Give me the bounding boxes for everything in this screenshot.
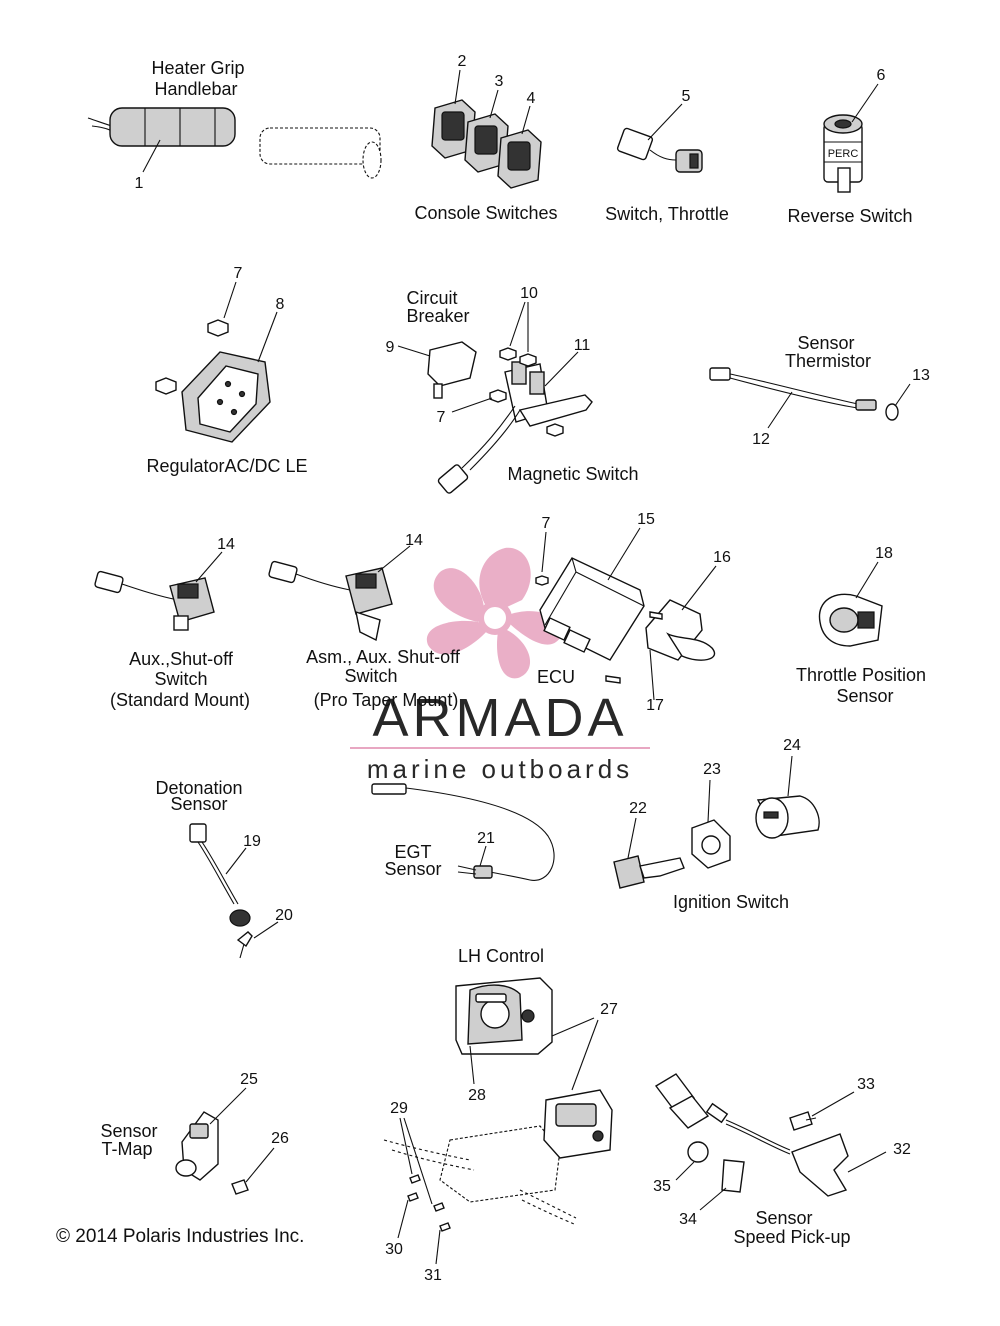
egt-sensor-part [371, 783, 555, 881]
console-switches-part [431, 69, 542, 189]
callout-35: 35 [653, 1178, 671, 1195]
heater-grip-part [87, 107, 382, 179]
detonation-caption-2: Sensor [170, 794, 227, 814]
egt-caption-2: Sensor [384, 859, 441, 879]
tps-caption-1: Throttle Position [796, 665, 926, 685]
callout-18: 18 [875, 545, 893, 562]
callout-7a: 7 [234, 265, 243, 282]
callout-3: 3 [495, 73, 504, 90]
callout-23: 23 [703, 761, 721, 778]
ecu-caption: ECU [537, 667, 575, 687]
egt-caption-1: EGT [394, 842, 431, 862]
sensor-tmap-part [175, 1087, 275, 1195]
ignition-switch-caption: Ignition Switch [673, 892, 789, 912]
magnetic-switch-caption: Magnetic Switch [507, 464, 638, 484]
callout-12: 12 [752, 431, 770, 448]
sensor-thermistor-caption-1: Sensor [797, 333, 854, 353]
callout-14a: 14 [217, 536, 235, 553]
lh-control-caption: LH Control [458, 946, 544, 966]
tmap-caption-2: T-Map [101, 1139, 152, 1159]
callout-17: 17 [646, 697, 664, 714]
copyright-text: © 2014 Polaris Industries Inc. [56, 1226, 304, 1247]
callout-15: 15 [637, 511, 655, 528]
watermark-propeller-logo [426, 547, 562, 679]
aux-std-caption-3: (Standard Mount) [110, 690, 250, 710]
regulator-caption: RegulatorAC/DC LE [146, 456, 307, 476]
perc-label: PERC [828, 148, 859, 160]
aux-std-caption-1: Aux.,Shut-off [129, 649, 234, 669]
callout-5: 5 [682, 88, 691, 105]
callout-24: 24 [783, 737, 801, 754]
lh-control-assembly-part [383, 1089, 613, 1265]
callout-10: 10 [520, 285, 538, 302]
callout-8: 8 [276, 296, 285, 313]
callout-9: 9 [386, 339, 395, 356]
callout-31: 31 [424, 1267, 442, 1284]
callout-20: 20 [275, 907, 293, 924]
callout-27: 27 [600, 1001, 618, 1018]
heater-grip-caption-2: Handlebar [154, 79, 237, 99]
callout-25: 25 [240, 1071, 258, 1088]
callout-22: 22 [629, 800, 647, 817]
magnetic-switch-part [437, 301, 593, 494]
callout-16: 16 [713, 549, 731, 566]
callout-1: 1 [135, 175, 144, 192]
callout-29: 29 [390, 1100, 408, 1117]
aux-pro-caption-1: Asm., Aux. Shut-off [306, 647, 461, 667]
watermark-tagline: marine outboards [367, 754, 633, 784]
callout-34: 34 [679, 1211, 697, 1228]
sensor-thermistor-caption-2: Thermistor [785, 351, 871, 371]
aux-pro-caption-2: Switch [344, 666, 397, 686]
ecu-part [535, 527, 717, 701]
callout-19: 19 [243, 833, 261, 850]
callout-30: 30 [385, 1241, 403, 1258]
circuit-breaker-caption-2: Breaker [406, 306, 469, 326]
speed-pickup-part [654, 1073, 887, 1211]
heater-grip-caption-1: Heater Grip [151, 58, 244, 78]
callout-7b: 7 [437, 409, 446, 426]
callout-13: 13 [912, 367, 930, 384]
watermark: ARMADA marine outboards [350, 547, 650, 784]
tps-caption-2: Sensor [836, 686, 893, 706]
reverse-switch-caption: Reverse Switch [787, 206, 912, 226]
callout-11: 11 [574, 337, 591, 354]
speed-pickup-caption-2: Speed Pick-up [733, 1227, 850, 1247]
aux-pro-caption-3: (Pro Taper Mount) [314, 690, 459, 710]
tmap-caption-1: Sensor [100, 1121, 157, 1141]
lh-control-part [455, 977, 599, 1091]
aux-shutoff-standard-part [94, 551, 223, 631]
detonation-caption-1: Detonation [155, 778, 242, 798]
callout-32: 32 [893, 1141, 911, 1158]
reverse-switch-part: PERC [823, 83, 879, 193]
detonation-sensor-part [189, 823, 279, 959]
speed-pickup-caption-1: Sensor [755, 1208, 812, 1228]
callout-21: 21 [477, 830, 495, 847]
callout-2: 2 [458, 53, 467, 70]
throttle-switch-caption: Switch, Throttle [605, 204, 729, 224]
callout-26: 26 [271, 1130, 289, 1147]
aux-std-caption-2: Switch [154, 669, 207, 689]
console-switches-caption: Console Switches [414, 203, 557, 223]
watermark-brand: ARMADA [372, 688, 627, 748]
callout-6: 6 [877, 67, 886, 84]
circuit-breaker-caption-1: Circuit [406, 288, 457, 308]
throttle-position-sensor-part [818, 561, 883, 647]
circuit-breaker-part [397, 341, 477, 399]
aux-shutoff-pro-part [268, 545, 411, 642]
callout-14b: 14 [405, 532, 423, 549]
callout-7c: 7 [542, 515, 551, 532]
callout-28: 28 [468, 1087, 486, 1104]
callout-33: 33 [857, 1076, 875, 1093]
callout-4: 4 [527, 90, 536, 107]
regulator-part [155, 281, 278, 443]
sensor-thermistor-part [709, 367, 911, 429]
throttle-switch-part [616, 103, 703, 173]
ignition-switch-part [613, 755, 820, 889]
